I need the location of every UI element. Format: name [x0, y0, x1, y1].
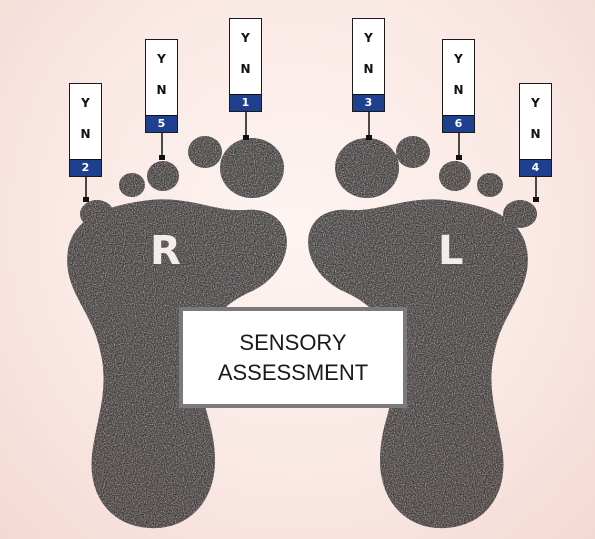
no-option[interactable]: N	[353, 62, 384, 76]
right-foot-label: R	[150, 228, 181, 274]
site-marker-4	[533, 197, 539, 202]
left-toe-4	[477, 173, 503, 197]
no-option[interactable]: N	[443, 83, 474, 97]
yes-option[interactable]: Y	[70, 96, 101, 110]
yes-option[interactable]: Y	[443, 52, 474, 66]
site-marker-2	[83, 197, 89, 202]
no-option[interactable]: N	[230, 62, 261, 76]
site-tag-2[interactable]: Y N 2	[69, 83, 102, 177]
title-line-1: SENSORY	[239, 328, 346, 357]
yes-option[interactable]: Y	[230, 31, 261, 45]
right-big-toe	[220, 138, 284, 198]
site-tag-1[interactable]: Y N 1	[229, 18, 262, 112]
right-toe-2	[188, 136, 222, 168]
no-option[interactable]: N	[70, 127, 101, 141]
site-marker-6	[456, 155, 462, 160]
left-toe-2	[396, 136, 430, 168]
site-tag-5[interactable]: Y N 5	[145, 39, 178, 133]
left-big-toe	[335, 138, 399, 198]
left-toe-5	[503, 200, 537, 228]
no-option[interactable]: N	[520, 127, 551, 141]
site-number-badge: 3	[353, 94, 384, 111]
right-toe-5	[80, 200, 114, 228]
yes-option[interactable]: Y	[353, 31, 384, 45]
right-toe-4	[119, 173, 145, 197]
left-toe-3	[439, 161, 471, 191]
left-foot-label: L	[438, 228, 464, 274]
yes-option[interactable]: Y	[146, 52, 177, 66]
yes-option[interactable]: Y	[520, 96, 551, 110]
right-toe-3	[147, 161, 179, 191]
site-tag-3[interactable]: Y N 3	[352, 18, 385, 112]
site-marker-5	[159, 155, 165, 160]
site-marker-1	[243, 135, 249, 140]
no-option[interactable]: N	[146, 83, 177, 97]
site-number-badge: 2	[70, 159, 101, 176]
site-tag-4[interactable]: Y N 4	[519, 83, 552, 177]
site-tag-6[interactable]: Y N 6	[442, 39, 475, 133]
site-number-badge: 5	[146, 115, 177, 132]
site-number-badge: 4	[520, 159, 551, 176]
title-line-2: ASSESSMENT	[218, 358, 368, 387]
site-marker-3	[366, 135, 372, 140]
sensory-assessment-title-box: SENSORY ASSESSMENT	[179, 307, 407, 408]
site-number-badge: 1	[230, 94, 261, 111]
site-number-badge: 6	[443, 115, 474, 132]
